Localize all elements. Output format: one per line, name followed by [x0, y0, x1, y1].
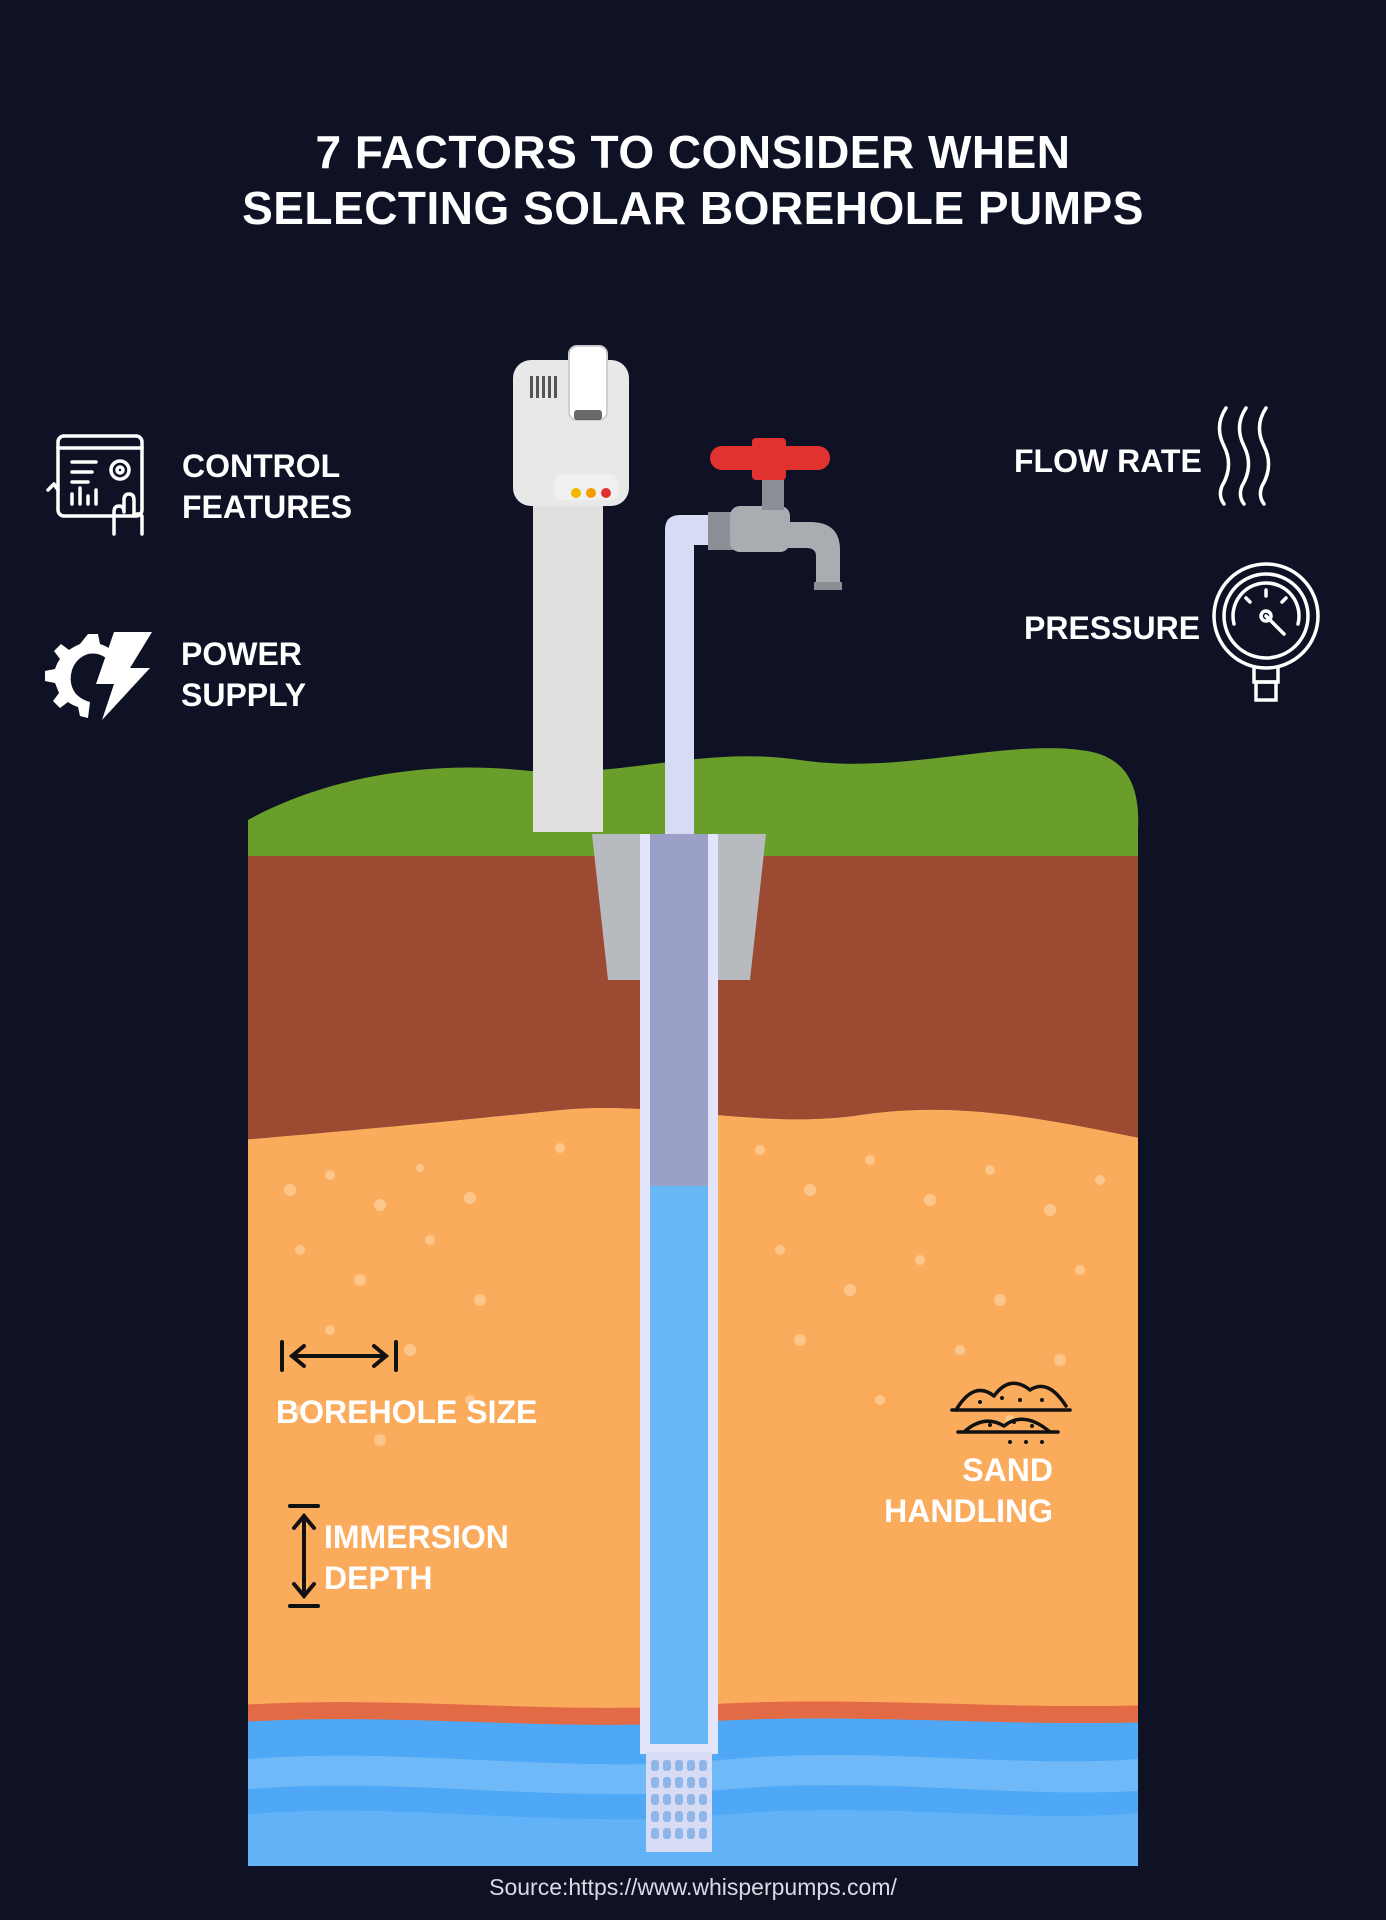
source-credit: Source:https://www.whisperpumps.com/	[489, 1874, 897, 1900]
power-supply-label: POWER SUPPLY	[181, 636, 307, 713]
borehole-size-label: BOREHOLE SIZE	[276, 1394, 538, 1430]
page-title: 7 FACTORS TO CONSIDER WHEN SELECTING SOL…	[0, 124, 1386, 236]
control-features-label: CONTROL FEATURES	[182, 448, 353, 525]
pump-controller	[513, 345, 629, 832]
title-line-1: 7 FACTORS TO CONSIDER WHEN	[315, 126, 1071, 178]
sand-handling-label: SAND HANDLING	[884, 1452, 1053, 1529]
flow-waves-icon	[1217, 406, 1271, 506]
pressure-label: PRESSURE	[1024, 610, 1201, 646]
shaft-bottom	[640, 1744, 718, 1754]
horizontal-arrow-icon	[280, 1340, 398, 1372]
control-panel-hand-icon	[46, 434, 144, 536]
shaft-border-left	[640, 834, 650, 1754]
shaft-border-right	[708, 834, 718, 1754]
sand-piles-icon	[950, 1381, 1072, 1444]
title-line-2: SELECTING SOLAR BOREHOLE PUMPS	[242, 182, 1144, 234]
sand-speckles	[284, 1143, 1105, 1446]
pressure-gauge-icon	[1212, 562, 1320, 702]
shaft-inner-dark	[650, 834, 708, 1186]
riser-pipe	[665, 515, 712, 834]
flow-rate-label: FLOW RATE	[1014, 443, 1202, 479]
shaft-water	[650, 1186, 708, 1746]
immersion-depth-label: IMMERSION DEPTH	[324, 1519, 509, 1596]
vertical-arrow-icon	[288, 1504, 320, 1608]
faucet	[708, 438, 842, 590]
gear-lightning-icon	[45, 632, 152, 720]
pump-screen	[646, 1752, 712, 1852]
